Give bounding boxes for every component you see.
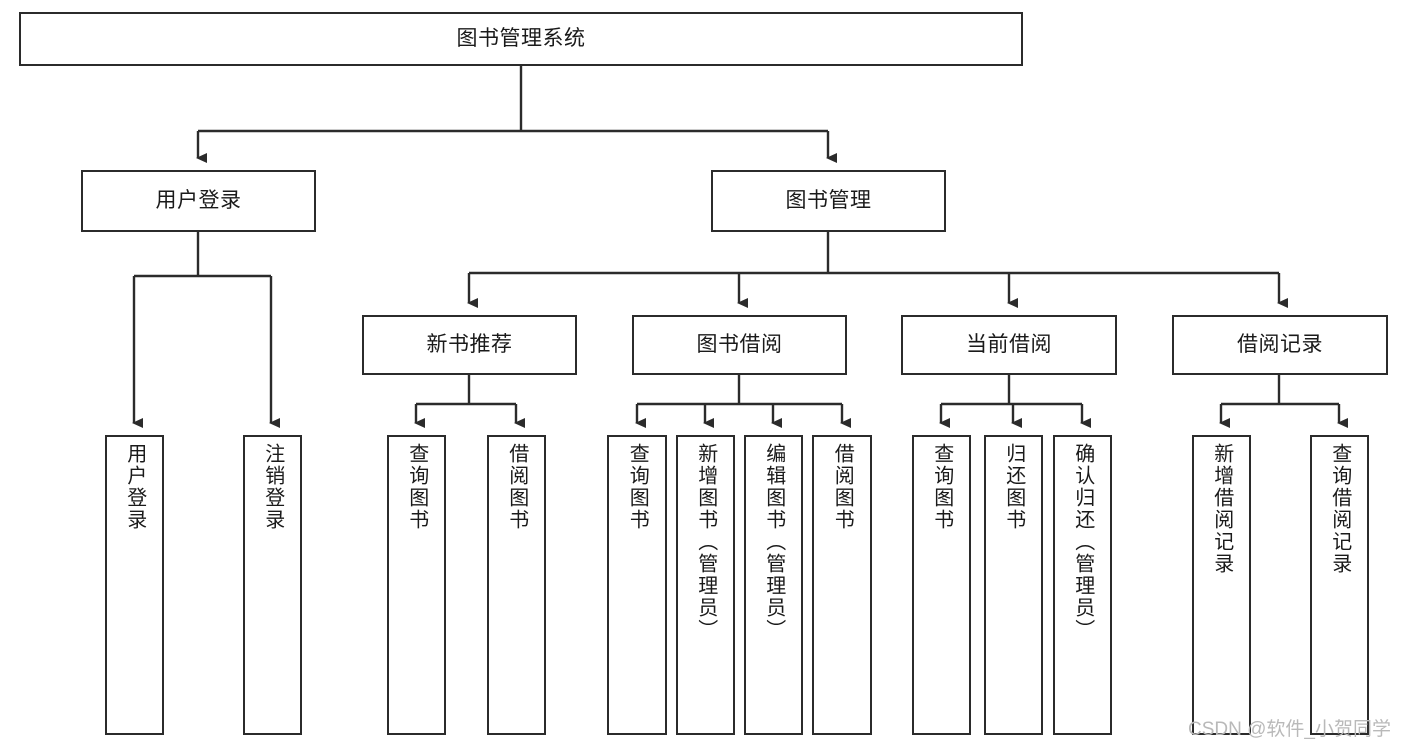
node-book-management[interactable]: 图书管理: [711, 170, 946, 232]
node-leaf-add-book-label: 新增图书（管理员）: [694, 443, 717, 641]
node-book-management-label: 图书管理: [785, 188, 872, 212]
node-leaf-return-book-label: 归还图书: [1002, 443, 1025, 531]
node-leaf-user-login-label: 用户登录: [123, 443, 146, 531]
node-borrow-record[interactable]: 借阅记录: [1172, 315, 1388, 375]
node-root-label: 图书管理系统: [456, 26, 586, 50]
node-book-borrow[interactable]: 图书借阅: [632, 315, 847, 375]
node-leaf-borrow-book-label: 借阅图书: [831, 443, 854, 531]
node-leaf-borrow-book[interactable]: 借阅图书: [812, 435, 872, 735]
node-leaf-add-borrow-record[interactable]: 新增借阅记录: [1192, 435, 1251, 735]
node-leaf-query-book-borrow-label: 查询图书: [626, 443, 649, 531]
node-leaf-add-book[interactable]: 新增图书（管理员）: [676, 435, 735, 735]
node-leaf-query-book-recommend[interactable]: 查询图书: [387, 435, 446, 735]
node-user-login[interactable]: 用户登录: [81, 170, 316, 232]
node-leaf-query-book-borrow[interactable]: 查询图书: [607, 435, 667, 735]
node-user-login-label: 用户登录: [155, 188, 242, 212]
node-leaf-query-book-current-label: 查询图书: [930, 443, 953, 531]
csdn-watermark: CSDN @软件_小贺同学: [1188, 719, 1391, 740]
node-leaf-logout[interactable]: 注销登录: [243, 435, 302, 735]
node-leaf-query-book-current[interactable]: 查询图书: [912, 435, 971, 735]
node-current-borrow-label: 当前借阅: [966, 332, 1052, 356]
node-leaf-logout-label: 注销登录: [261, 443, 284, 531]
node-leaf-edit-book-label: 编辑图书（管理员）: [762, 443, 785, 641]
node-leaf-confirm-return-label: 确认归还（管理员）: [1071, 443, 1094, 641]
node-leaf-user-login[interactable]: 用户登录: [105, 435, 164, 735]
node-leaf-confirm-return[interactable]: 确认归还（管理员）: [1053, 435, 1112, 735]
node-leaf-return-book[interactable]: 归还图书: [984, 435, 1043, 735]
node-leaf-query-borrow-record-label: 查询借阅记录: [1328, 443, 1351, 575]
node-leaf-add-borrow-record-label: 新增借阅记录: [1210, 443, 1233, 575]
node-leaf-borrow-book-recommend[interactable]: 借阅图书: [487, 435, 546, 735]
node-leaf-edit-book[interactable]: 编辑图书（管理员）: [744, 435, 803, 735]
node-current-borrow[interactable]: 当前借阅: [901, 315, 1117, 375]
node-root-system[interactable]: 图书管理系统: [19, 12, 1023, 66]
node-leaf-query-book-recommend-label: 查询图书: [405, 443, 428, 531]
node-new-book-recommend[interactable]: 新书推荐: [362, 315, 577, 375]
node-borrow-record-label: 借阅记录: [1237, 332, 1323, 356]
node-leaf-query-borrow-record[interactable]: 查询借阅记录: [1310, 435, 1369, 735]
node-book-borrow-label: 图书借阅: [696, 332, 783, 356]
node-new-book-recommend-label: 新书推荐: [426, 332, 513, 356]
node-leaf-borrow-book-recommend-label: 借阅图书: [505, 443, 528, 531]
